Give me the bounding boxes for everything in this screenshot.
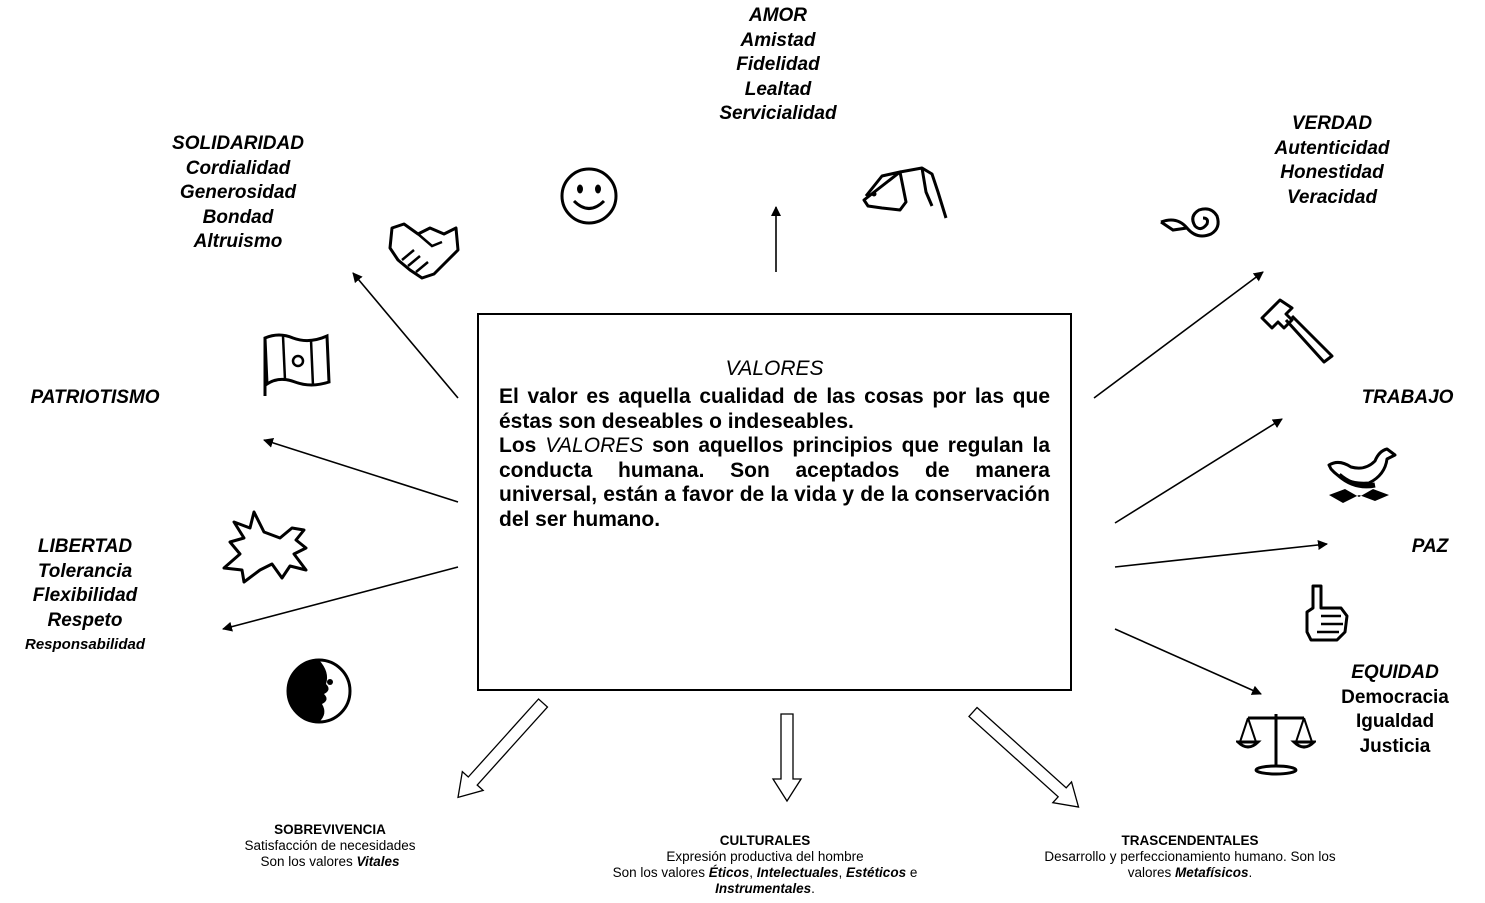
bird-nest-icon [1327, 447, 1397, 503]
arrow-to-solidaridad [352, 272, 459, 399]
arrow-to-verdad [1093, 271, 1264, 399]
smiley-icon [560, 167, 618, 225]
group-libertad-line: Respeto [47, 609, 123, 631]
arrow-to-patriotismo [263, 437, 459, 503]
principles-text-b: VALORES [545, 434, 644, 457]
group-trabajo-line: TRABAJO [1361, 387, 1454, 408]
category-text: e [906, 865, 918, 880]
moon-face-icon [286, 658, 352, 724]
category-text: Son los valores [612, 865, 709, 880]
group-verdad-line: VERDAD [1291, 113, 1373, 134]
principles-text-a: Los [499, 434, 546, 457]
center-text: El valor es aquella cualidad de las cosa… [499, 385, 1050, 532]
group-amor: AMOR Amistad Fidelidad Lealtad Servicial… [683, 4, 873, 127]
group-verdad-line: Honestidad [1280, 162, 1384, 183]
dog-icon [862, 166, 948, 219]
group-libertad-line: Tolerancia [37, 560, 133, 582]
category-text: valores [1127, 865, 1175, 880]
block-arrow-trascendentales [968, 706, 1080, 808]
group-libertad-line: LIBERTAD [37, 536, 133, 557]
group-equidad: EQUIDAD Democracia Igualdad Justicia [1330, 661, 1460, 759]
category-line: Expresión productiva del hombre [666, 849, 864, 864]
dove-icon [222, 510, 308, 584]
category-text: , [838, 865, 847, 880]
category-emphasis: Vitales [356, 854, 400, 869]
category-emphasis: Instrumentales [715, 881, 812, 896]
group-amor-line: AMOR [748, 5, 808, 26]
group-libertad-line: Flexibilidad [32, 585, 138, 606]
group-amor-line: Lealtad [744, 78, 812, 100]
group-amor-line: Fidelidad [736, 54, 820, 75]
group-equidad-line: Justicia [1359, 735, 1431, 757]
category-culturales: CULTURALES Expresión productiva del homb… [560, 833, 970, 897]
pointing-hand-icon [1305, 584, 1349, 642]
block-arrow-sobrevivencia [457, 698, 549, 799]
category-trascendentales: TRASCENDENTALES Desarrollo y perfecciona… [995, 833, 1385, 881]
category-title: SOBREVIVENCIA [274, 822, 386, 837]
flag-icon [263, 333, 331, 396]
group-trabajo: TRABAJO [1340, 386, 1475, 411]
category-line: Desarrollo y perfeccionamiento humano. S… [1044, 849, 1336, 864]
group-verdad: VERDAD Autenticidad Honestidad Veracidad [1232, 112, 1432, 210]
group-equidad-line: EQUIDAD [1351, 662, 1439, 683]
arrow-to-libertad [222, 566, 459, 632]
category-text: , [749, 865, 757, 880]
category-sobrevivencia: SOBREVIVENCIA Satisfacción de necesidade… [200, 822, 460, 870]
category-title: CULTURALES [719, 833, 811, 848]
group-solidaridad-line: Cordialidad [185, 157, 291, 179]
group-solidaridad-line: Generosidad [179, 182, 297, 203]
group-solidaridad: SOLIDARIDAD Cordialidad Generosidad Bond… [128, 132, 348, 255]
hammer-icon [1260, 298, 1334, 364]
handshake-icon [388, 222, 460, 280]
category-emphasis: Éticos [708, 865, 750, 880]
category-emphasis: Estéticos [846, 865, 907, 880]
group-libertad-line: Responsabilidad [24, 636, 146, 653]
group-solidaridad-line: Altruismo [193, 231, 283, 252]
category-emphasis: Metafísicos [1174, 865, 1249, 880]
category-text: Son los valores [260, 854, 357, 869]
spiral-icon [1160, 207, 1220, 238]
group-equidad-line: Democracia [1341, 686, 1449, 708]
group-solidaridad-line: Bondad [202, 206, 274, 228]
group-paz: PAZ [1400, 535, 1460, 560]
group-solidaridad-line: SOLIDARIDAD [172, 133, 304, 154]
category-emphasis: Intelectuales [756, 865, 839, 880]
group-libertad: LIBERTAD Tolerancia Flexibilidad Respeto… [0, 535, 170, 658]
principles-text-c: son aquellos principios que regulan la c… [499, 434, 1050, 531]
group-patriotismo: PATRIOTISMO [5, 386, 185, 411]
center-title: VALORES [725, 357, 824, 380]
category-line: Satisfacción de necesidades [244, 838, 416, 853]
category-text: . [1248, 865, 1253, 880]
definition-text: El valor es aquella cualidad de las cosa… [499, 385, 1050, 433]
block-arrow-culturales [771, 713, 803, 803]
category-text: . [811, 881, 815, 896]
group-verdad-line: Autenticidad [1274, 137, 1390, 159]
arrow-to-paz [1114, 539, 1328, 568]
group-paz-line: PAZ [1411, 536, 1449, 557]
category-title: TRASCENDENTALES [1121, 833, 1259, 848]
scales-icon [1236, 714, 1316, 776]
group-patriotismo-line: PATRIOTISMO [30, 387, 160, 408]
arrow-to-trabajo [1114, 418, 1283, 524]
arrow-to-equidad [1114, 628, 1262, 695]
central-definition-box: VALORES El valor es aquella cualidad de … [477, 313, 1072, 691]
group-verdad-line: Veracidad [1286, 186, 1378, 208]
group-equidad-line: Igualdad [1355, 711, 1435, 732]
group-amor-line: Amistad [740, 29, 816, 51]
group-amor-line: Servicialidad [719, 103, 837, 124]
